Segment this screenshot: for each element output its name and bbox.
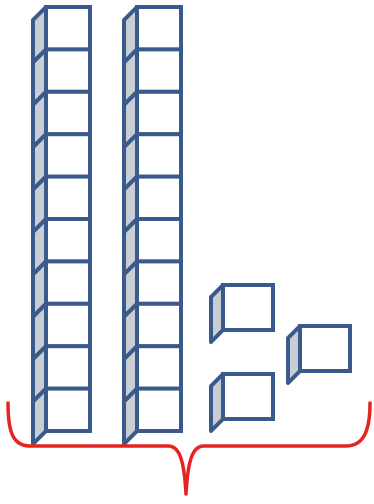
rod-unit-cube xyxy=(122,386,183,446)
unit-cube xyxy=(286,324,352,385)
rod-unit-cube xyxy=(122,301,183,362)
rod-unit-cube xyxy=(31,217,92,277)
ten-rod xyxy=(31,5,92,446)
grouping-brace xyxy=(6,401,372,496)
rod-unit-cube xyxy=(31,259,92,319)
rod-unit-cube xyxy=(122,259,183,319)
unit-cubes-group xyxy=(209,283,352,433)
ten-rods-group xyxy=(31,5,183,446)
rod-unit-cube xyxy=(31,386,92,446)
rod-unit-cube xyxy=(31,301,92,362)
unit-cube xyxy=(209,283,275,344)
ten-rod xyxy=(122,5,183,446)
rod-unit-cube xyxy=(122,47,183,107)
unit-cube xyxy=(209,372,275,433)
rod-unit-cube xyxy=(31,344,92,404)
